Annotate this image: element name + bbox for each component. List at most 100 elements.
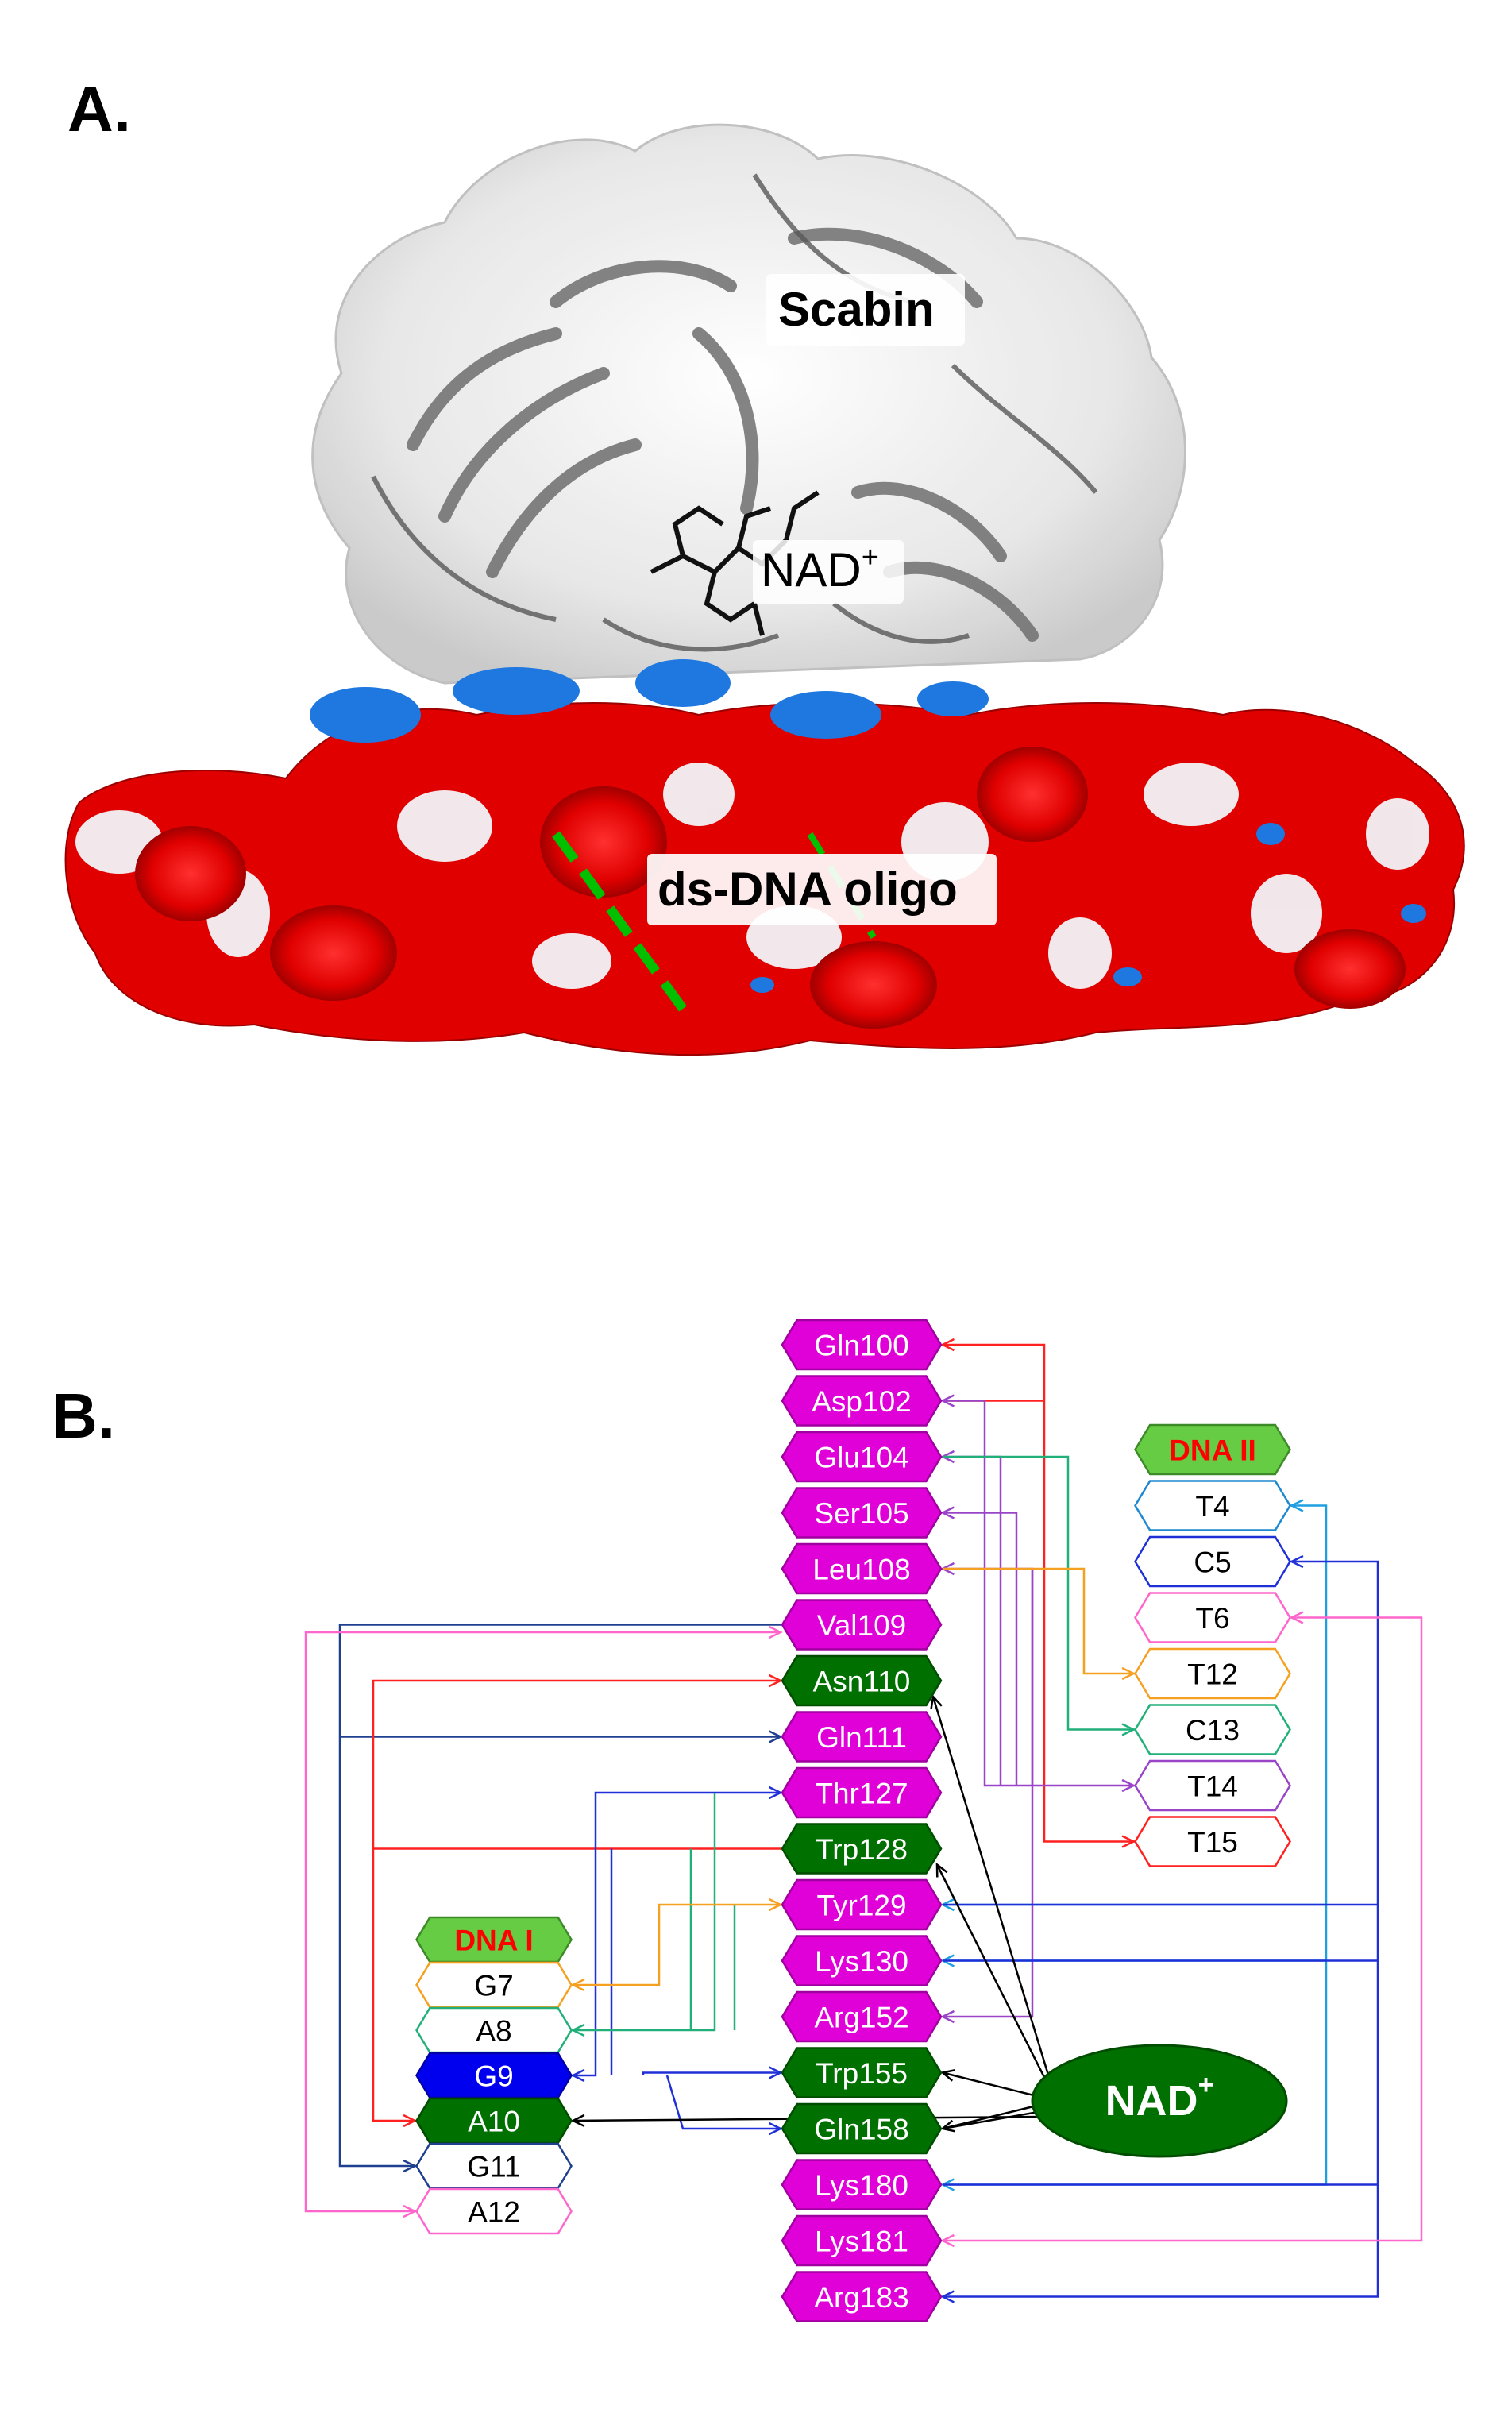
connector-t14-ser105 <box>943 1512 1018 1786</box>
scabin-label: Scabin <box>778 283 935 336</box>
connector-t12-leu108 <box>943 1567 1136 1675</box>
hex-label-lys130: Lys130 <box>815 1945 908 1978</box>
arrowhead <box>403 2204 418 2218</box>
hex-label-t4: T4 <box>1195 1490 1229 1523</box>
hex-label-dnaii: DNA II <box>1169 1434 1256 1467</box>
hex-label-leu108: Leu108 <box>812 1554 910 1586</box>
arrowhead <box>940 1506 955 1519</box>
hex-label-tyr129: Tyr129 <box>816 1890 906 1922</box>
hex-node-gln100: Gln100 <box>781 1319 943 1371</box>
panel-b: B. Gln100Asp102Glu104Ser105Leu108Val109A… <box>52 1319 1423 2322</box>
arrowhead <box>1121 1723 1136 1736</box>
connector-t6-lys181 <box>943 1616 1423 2242</box>
arrowhead <box>1289 1554 1304 1569</box>
dna-oligo-label: ds-DNA oligo <box>658 863 958 916</box>
hex-node-a8: A8 <box>415 2006 573 2054</box>
hex-label-g7: G7 <box>474 1970 513 2002</box>
hex-label-t6: T6 <box>1195 1602 1229 1635</box>
hex-label-glu104: Glu104 <box>814 1442 908 1474</box>
connector-t14-asp102 <box>943 1400 1136 1787</box>
hex-label-g9: G9 <box>474 2060 513 2093</box>
hex-node-lys181: Lys181 <box>781 2214 943 2267</box>
hex-node-asn110: Asn110 <box>781 1654 943 1707</box>
arrowhead <box>1121 1835 1136 1848</box>
arrowhead <box>940 2290 955 2303</box>
arrowhead <box>570 2114 585 2127</box>
hex-node-dnai: DNA I <box>415 1916 573 1963</box>
dna-label-box: ds-DNA oligo <box>647 854 997 925</box>
nad-label-box: NAD+ <box>753 540 904 604</box>
arrowhead <box>1289 1499 1304 1512</box>
hex-node-t12: T12 <box>1134 1647 1291 1700</box>
connector-g11-val109 <box>338 1624 781 2168</box>
connector-c13-glu104 <box>943 1455 1136 1731</box>
hex-node-t6: T6 <box>1134 1592 1291 1643</box>
hex-node-arg152: Arg152 <box>781 1990 943 2043</box>
hex-node-g7: G7 <box>415 1961 573 2009</box>
nad-label: NAD+ <box>761 541 879 597</box>
hex-label-dnai: DNA I <box>454 1925 533 1957</box>
connector-g7-tyr129 <box>571 1903 781 1986</box>
arrowhead <box>403 2114 418 2128</box>
arrowhead <box>769 2122 783 2136</box>
arrowhead <box>769 1786 783 1800</box>
connector-t15-gln100 <box>943 1343 1136 1843</box>
scabin-label-box: Scabin <box>766 274 965 346</box>
connector-a10-asn110 <box>372 1679 781 2122</box>
hex-label-arg152: Arg152 <box>814 2002 908 2034</box>
hex-node-c13: C13 <box>1134 1704 1291 1755</box>
arrowhead <box>769 1730 783 1743</box>
arrowhead <box>935 1862 948 1878</box>
hex-node-a12: A12 <box>415 2187 573 2235</box>
arrowhead <box>940 1394 955 1407</box>
hex-label-ser105: Ser105 <box>814 1497 908 1530</box>
hex-label-asn110: Asn110 <box>813 1666 911 1698</box>
arrowhead <box>769 1625 783 1639</box>
hex-label-arg183: Arg183 <box>814 2281 908 2314</box>
scabin-protein-surface <box>311 123 1186 685</box>
hex-node-trp128: Trp128 <box>781 1823 943 1875</box>
hex-node-thr127: Thr127 <box>781 1766 943 1819</box>
arrowhead <box>403 2159 418 2173</box>
hex-label-c5: C5 <box>1194 1546 1231 1579</box>
arrowhead <box>570 2068 585 2083</box>
hex-label-gln111: Gln111 <box>816 1721 907 1754</box>
connector-g9-trp155 <box>642 2071 781 2075</box>
hex-node-g9: G9 <box>415 2052 573 2099</box>
hex-label-thr127: Thr127 <box>815 1778 908 1810</box>
arrowhead <box>940 2234 955 2248</box>
residue-hexagons: Gln100Asp102Glu104Ser105Leu108Val109Asn1… <box>415 1319 1291 2322</box>
nad-node: NAD+ <box>1031 2044 1288 2158</box>
hex-node-gln111: Gln111 <box>781 1711 943 1763</box>
hex-label-gln158: Gln158 <box>814 2114 908 2146</box>
hex-node-c5: C5 <box>1134 1535 1291 1588</box>
hex-node-a10: A10 <box>415 2097 573 2145</box>
arrowhead <box>940 2068 955 2082</box>
hex-node-lys180: Lys180 <box>781 2159 943 2210</box>
nad-arrow-asn110 <box>932 1696 1058 2102</box>
hex-node-g11: G11 <box>415 2142 573 2190</box>
hex-node-asp102: Asp102 <box>781 1375 943 1427</box>
arrowhead <box>930 1694 943 1710</box>
hex-label-asp102: Asp102 <box>812 1385 912 1418</box>
arrowhead <box>1121 1666 1136 1681</box>
hex-label-a12: A12 <box>468 2196 520 2229</box>
nad-node-label: NAD+ <box>1105 2070 1214 2125</box>
hex-node-arg183: Arg183 <box>781 2271 943 2322</box>
hex-label-lys181: Lys181 <box>815 2226 908 2258</box>
connector-g9-gln158 <box>665 2075 781 2130</box>
arrowhead <box>940 1338 955 1352</box>
connector-a12-val109 <box>304 1631 781 2213</box>
arrowhead <box>769 1674 783 1688</box>
hex-node-leu108: Leu108 <box>781 1542 943 1595</box>
hex-label-trp128: Trp128 <box>816 1833 908 1866</box>
hex-label-gln100: Gln100 <box>814 1330 908 1362</box>
hex-node-glu104: Glu104 <box>781 1431 943 1483</box>
hex-label-g11: G11 <box>467 2151 520 2183</box>
hex-node-t14: T14 <box>1134 1759 1291 1812</box>
hex-label-t15: T15 <box>1187 1826 1238 1859</box>
hex-node-gln158: Gln158 <box>781 2102 943 2155</box>
hex-node-lys130: Lys130 <box>781 1935 943 1986</box>
